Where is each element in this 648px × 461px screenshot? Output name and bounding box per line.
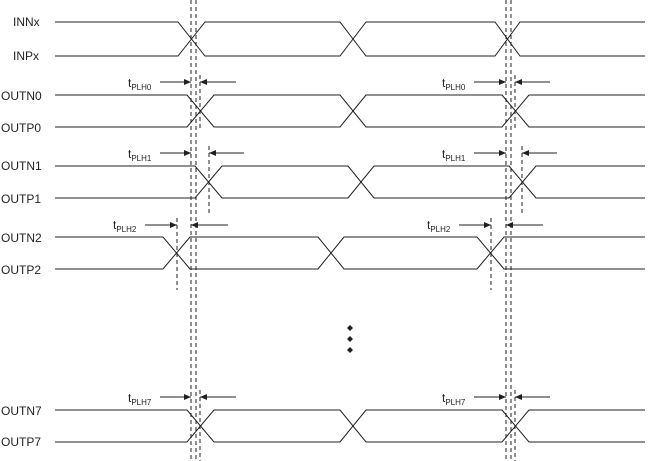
- tplh0-left-arrowhead-in: [184, 79, 191, 85]
- tplh2-right-label: tPLH2: [427, 218, 451, 234]
- wave-outn7: [55, 409, 645, 443]
- tplh0-right-label: tPLH0: [442, 76, 466, 92]
- tplh0-left-arrowhead-out: [200, 79, 207, 85]
- wave-inpx: [55, 21, 645, 57]
- delay-annotation-plh1-right: tPLH1: [442, 147, 557, 163]
- wave-outp7: [55, 409, 645, 443]
- delay-annotation-plh2-left: tPLH2: [113, 218, 228, 234]
- tplh1-left-arrowhead-out: [209, 150, 216, 156]
- wave-innx: [55, 21, 645, 57]
- signal-labels: INNx INPx OUTN0 OUTP0 OUTN1 OUTP1 OUTN2 …: [1, 15, 42, 449]
- wave-outn0: [55, 94, 645, 128]
- label-outn2: OUTN2: [1, 231, 42, 245]
- waveform-out2-pair: [55, 236, 645, 270]
- wave-outp2: [55, 236, 645, 270]
- label-outn1: OUTN1: [1, 159, 42, 173]
- label-outn7: OUTN7: [1, 404, 42, 418]
- label-outp2: OUTP2: [1, 263, 41, 277]
- label-outp0: OUTP0: [1, 121, 41, 135]
- delay-annotation-plh7-right: tPLH7: [442, 391, 550, 407]
- label-innx: INNx: [13, 15, 40, 29]
- wave-outn1: [55, 165, 645, 199]
- tplh1-right-label: tPLH1: [442, 147, 466, 163]
- waveform-input-pair: [55, 21, 645, 57]
- tplh1-left-label: tPLH1: [128, 147, 152, 163]
- tplh7-left-label: tPLH7: [128, 391, 152, 407]
- waveform-out1-pair: [55, 165, 645, 199]
- delay-annotation-plh1-left: tPLH1: [128, 147, 244, 163]
- ellipsis-dot-2: [347, 336, 353, 342]
- tplh1-right-arrowhead-out: [522, 150, 529, 156]
- tplh1-left-arrowhead-in: [184, 150, 191, 156]
- tplh0-left-label: tPLH0: [128, 76, 152, 92]
- wave-outp1: [55, 165, 645, 199]
- label-inpx: INPx: [13, 49, 39, 63]
- vertical-ellipsis-icon: [347, 325, 353, 353]
- delay-annotation-plh2-right: tPLH2: [427, 218, 543, 234]
- tplh2-left-arrowhead-in: [170, 222, 177, 228]
- tplh2-left-arrowhead-out: [191, 222, 198, 228]
- tplh0-right-arrowhead-out: [515, 79, 522, 85]
- ellipsis-dot-1: [347, 325, 353, 331]
- tplh7-left-arrowhead-in: [184, 394, 191, 400]
- delay-annotation-plh0-right: tPLH0: [442, 76, 550, 92]
- wave-outp0: [55, 94, 645, 128]
- delay-annotation-plh0-left: tPLH0: [128, 76, 236, 92]
- reference-guides: [176, 0, 523, 461]
- tplh2-right-arrowhead-in: [484, 222, 491, 228]
- tplh7-right-arrowhead-in: [499, 394, 506, 400]
- tplh7-right-arrowhead-out: [515, 394, 522, 400]
- delay-annotation-plh7-left: tPLH7: [128, 391, 236, 407]
- ellipsis-dot-3: [347, 347, 353, 353]
- label-outp1: OUTP1: [1, 192, 41, 206]
- waveform-out7-pair: [55, 409, 645, 443]
- wave-outn2: [55, 236, 645, 270]
- tplh7-right-label: tPLH7: [442, 391, 466, 407]
- tplh1-right-arrowhead-in: [499, 150, 506, 156]
- waveform-out0-pair: [55, 94, 645, 128]
- tplh7-left-arrowhead-out: [200, 394, 207, 400]
- tplh2-left-label: tPLH2: [113, 218, 137, 234]
- tplh0-right-arrowhead-in: [499, 79, 506, 85]
- label-outp7: OUTP7: [1, 435, 41, 449]
- tplh2-right-arrowhead-out: [506, 222, 513, 228]
- label-outn0: OUTN0: [1, 89, 42, 103]
